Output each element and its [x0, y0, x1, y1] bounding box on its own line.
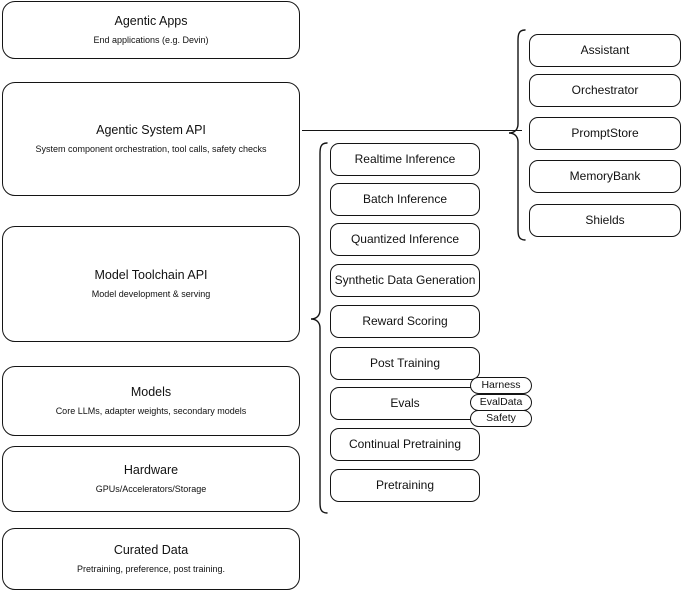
layer-title: Agentic System API: [96, 123, 206, 138]
component-label: Reward Scoring: [362, 314, 448, 328]
layer-subtitle: Core LLMs, adapter weights, secondary mo…: [55, 405, 247, 416]
component-realtime-inference[interactable]: Realtime Inference: [330, 143, 480, 176]
layer-subtitle: GPUs/Accelerators/Storage: [95, 483, 207, 494]
system-api-connector-line: [302, 130, 522, 132]
component-label: PromptStore: [571, 126, 639, 140]
layer-title: Hardware: [123, 463, 179, 478]
layer-hardware[interactable]: Hardware GPUs/Accelerators/Storage: [2, 446, 300, 512]
component-memorybank[interactable]: MemoryBank: [529, 160, 681, 193]
layer-agentic-apps[interactable]: Agentic Apps End applications (e.g. Devi…: [2, 1, 300, 59]
layer-model-toolchain-api[interactable]: Model Toolchain API Model development & …: [2, 226, 300, 342]
layer-subtitle: System component orchestration, tool cal…: [35, 143, 267, 154]
component-quantized-inference[interactable]: Quantized Inference: [330, 223, 480, 256]
layer-subtitle: Model development & serving: [91, 288, 211, 299]
component-label: Synthetic Data Generation: [334, 273, 476, 287]
layer-agentic-system-api[interactable]: Agentic System API System component orch…: [2, 82, 300, 196]
component-label: Continual Pretraining: [348, 437, 462, 451]
subcomponent-label: Harness: [481, 378, 521, 391]
toolchain-bracket: [310, 142, 328, 514]
layer-subtitle: Pretraining, preference, post training.: [76, 563, 226, 574]
subcomponent-label: Safety: [486, 411, 516, 424]
component-promptstore[interactable]: PromptStore: [529, 117, 681, 150]
component-shields[interactable]: Shields: [529, 204, 681, 237]
component-label: Realtime Inference: [354, 152, 456, 166]
component-batch-inference[interactable]: Batch Inference: [330, 183, 480, 216]
component-orchestrator[interactable]: Orchestrator: [529, 74, 681, 107]
component-label: MemoryBank: [569, 169, 641, 183]
component-label: Evals: [390, 396, 420, 410]
component-continual-pretraining[interactable]: Continual Pretraining: [330, 428, 480, 461]
component-evals[interactable]: Evals: [330, 387, 480, 420]
component-assistant[interactable]: Assistant: [529, 34, 681, 67]
layer-models[interactable]: Models Core LLMs, adapter weights, secon…: [2, 366, 300, 436]
component-synthetic-data-generation[interactable]: Synthetic Data Generation: [330, 264, 480, 297]
component-label: Post Training: [369, 356, 441, 370]
subcomponent-label: EvalData: [479, 395, 523, 408]
layer-title: Model Toolchain API: [94, 268, 208, 283]
component-label: Pretraining: [375, 478, 435, 492]
layer-curated-data[interactable]: Curated Data Pretraining, preference, po…: [2, 528, 300, 590]
component-label: Shields: [585, 213, 625, 227]
layer-title: Curated Data: [113, 543, 189, 558]
component-post-training[interactable]: Post Training: [330, 347, 480, 380]
component-pretraining[interactable]: Pretraining: [330, 469, 480, 502]
component-label: Batch Inference: [362, 192, 448, 206]
component-label: Assistant: [580, 43, 630, 57]
layer-title: Agentic Apps: [114, 14, 188, 29]
subcomponent-harness[interactable]: Harness: [470, 377, 532, 394]
layer-subtitle: End applications (e.g. Devin): [93, 34, 209, 45]
component-reward-scoring[interactable]: Reward Scoring: [330, 305, 480, 338]
layer-title: Models: [130, 385, 172, 400]
subcomponent-safety[interactable]: Safety: [470, 410, 532, 427]
component-label: Orchestrator: [571, 83, 639, 97]
system-components-bracket: [508, 29, 526, 241]
component-label: Quantized Inference: [350, 232, 460, 246]
subcomponent-evaldata[interactable]: EvalData: [470, 394, 532, 411]
